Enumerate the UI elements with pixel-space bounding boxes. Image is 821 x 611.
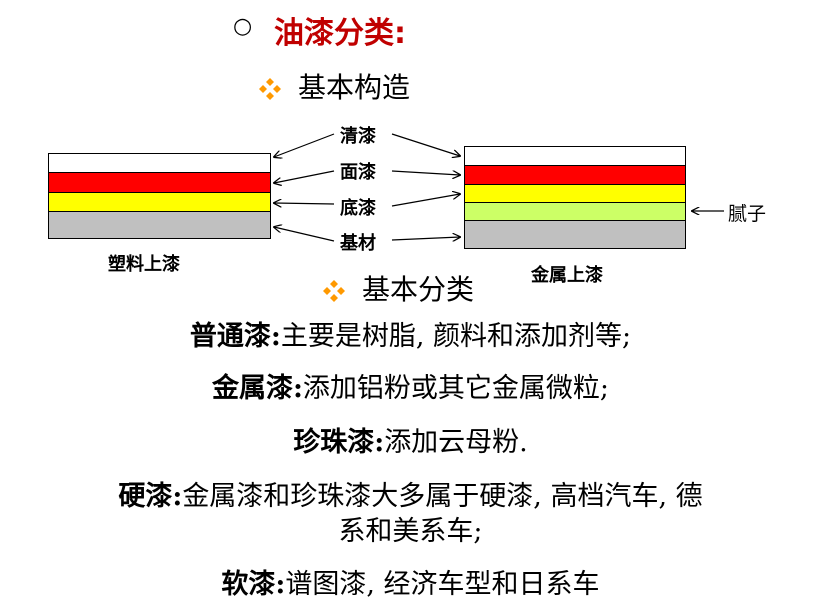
arrow-clear-metal <box>391 133 460 156</box>
item-sep: : <box>270 321 281 352</box>
section-heading-classification: 基本分类 <box>322 268 474 308</box>
arrow-primer-plastic <box>274 203 335 204</box>
item-desc: 添加铝粉或其它金属微粒; <box>302 373 610 404</box>
diamond-bullet-icon <box>323 280 345 302</box>
metal-substrate-layer <box>464 220 686 249</box>
arrow-primer-metal <box>391 194 460 207</box>
classification-item: 珍珠漆:添加云母粉. <box>0 426 821 460</box>
page-title: 油漆分类: <box>274 16 406 51</box>
classification-item: 软漆:谱图漆, 经济车型和日系车 <box>0 568 821 602</box>
label-putty: 腻子 <box>728 203 767 225</box>
title-bullet: ○ <box>233 14 253 39</box>
item-term: 金属漆 <box>211 373 293 404</box>
item-sep: : <box>374 427 385 458</box>
section-heading-text: 基本构造 <box>298 71 411 104</box>
item-sep: : <box>292 373 303 404</box>
item-term: 普通漆 <box>189 321 271 352</box>
label-clear-coat: 清漆 <box>340 126 376 147</box>
item-term: 软漆 <box>221 569 276 600</box>
label-top-coat: 面漆 <box>340 162 376 183</box>
item-desc: 谱图漆, 经济车型和日系车 <box>285 569 600 600</box>
metal-caption: 金属上漆 <box>531 265 603 286</box>
classification-item: 普通漆:主要是树脂, 颜料和添加剂等; <box>0 320 821 354</box>
item-desc: 添加云母粉. <box>384 427 528 458</box>
plastic-caption: 塑料上漆 <box>108 254 180 275</box>
section-heading-structure: 基本构造 <box>258 66 410 106</box>
diagram-arrows <box>0 133 724 242</box>
arrow-top-plastic <box>274 170 335 183</box>
classification-item: 硬漆:金属漆和珍珠漆大多属于硬漆, 高档汽车, 德 <box>0 480 821 514</box>
diamond-bullet-icon <box>259 78 281 100</box>
item-desc: 主要是树脂, 颜料和添加剂等; <box>280 321 632 352</box>
classification-item: 金属漆:添加铝粉或其它金属微粒; <box>0 372 821 406</box>
item-term: 硬漆 <box>118 481 173 512</box>
item-term: 珍珠漆 <box>293 427 375 458</box>
arrow-substrate-plastic <box>274 227 335 242</box>
classification-item-continued: 系和美系车; <box>338 516 483 547</box>
section-heading-text: 基本分类 <box>362 273 475 306</box>
item-sep: : <box>172 481 183 512</box>
item-sep: : <box>275 569 286 600</box>
arrow-top-metal <box>391 171 460 175</box>
arrow-substrate-metal <box>391 237 460 240</box>
plastic-substrate-layer <box>48 211 271 239</box>
arrow-clear-plastic <box>274 133 335 157</box>
label-substrate: 基材 <box>340 233 376 254</box>
item-desc: 金属漆和珍珠漆大多属于硬漆, 高档汽车, 德 <box>182 481 703 512</box>
label-primer: 底漆 <box>340 198 376 219</box>
